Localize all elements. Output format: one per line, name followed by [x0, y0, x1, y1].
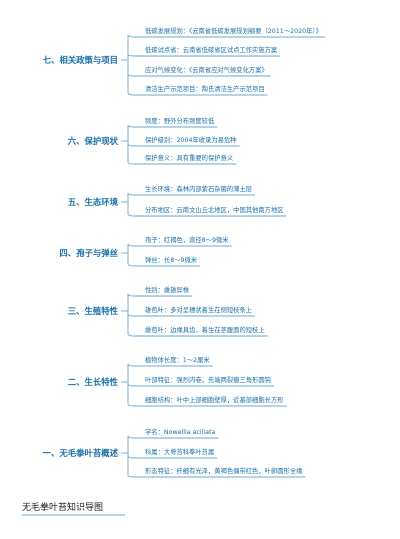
leaf-connector — [127, 34, 143, 38]
map-title: 无毛拳叶苔知识导图 — [22, 501, 103, 513]
leaf-connector — [127, 263, 143, 267]
leaf-connector — [127, 192, 143, 196]
tree: 七、相关政策与项目 低碳发展规划：《云南省低碳发展规划纲要（2011～2020年）… — [43, 26, 325, 478]
leaf-item: 形态特征：纤细有光泽，黄褐色偶带红色，叶卵圆形全缘 — [145, 466, 303, 475]
leaf-connector — [127, 124, 143, 128]
leaf-connector — [127, 293, 143, 297]
leaf-item: 科属：大萼苔科拳叶苔属 — [145, 447, 214, 456]
leaf-item: 分布地区：云南文山丘北地区，中国其他南方地区 — [145, 205, 284, 214]
leaf-item: 雌苞叶：边缘具齿，着生在茎腹面的短枝上 — [145, 325, 265, 334]
leaf-item: 细胞结构：叶中上部细胞壁厚，近基部细胞长方形 — [145, 395, 284, 404]
leaf-connector — [127, 363, 143, 367]
branch-label-6: 二、生长特性 — [68, 377, 119, 387]
leaf-connector — [127, 143, 143, 147]
leaf-connector — [127, 403, 143, 407]
leaf-item: 叶部特征：强烈内卷，先端两裂瓣三角形圆钝 — [145, 375, 272, 384]
leaf-item: 保护级别：2004年收录为易危种 — [145, 135, 237, 144]
leaf-item: 植物体长度：1～2厘米 — [145, 355, 210, 364]
leaf-connector — [127, 73, 143, 77]
leaf-connector — [127, 313, 143, 317]
leaf-connector — [127, 383, 143, 387]
branch-label-1: 七、相关政策与项目 — [43, 55, 118, 65]
leaf-connector — [127, 333, 143, 337]
leaf-item: 频度：野外分布频度较低 — [145, 116, 215, 125]
leaf-connector — [127, 92, 143, 96]
leaf-item: 低碳发展规划：《云南省低碳发展规划纲要（2011～2020年）》 — [145, 26, 322, 35]
leaf-item: 性别：雌雄异株 — [145, 285, 190, 294]
leaf-item: 应对气候变化：《云南省应对气候变化方案》 — [145, 65, 268, 74]
branch-label-7: 一、无毛拳叶苔概述 — [43, 448, 119, 458]
leaf-connector — [127, 53, 143, 57]
leaf-connector — [127, 435, 143, 439]
leaf-connector — [127, 161, 143, 165]
leaf-item: 弹丝：长8～9微米 — [145, 255, 198, 264]
leaf-connector — [127, 213, 143, 217]
branch-label-3: 五、生态环境 — [68, 197, 119, 207]
leaf-connector — [127, 455, 143, 459]
leaf-item: 学名：Nowellia aciliata — [145, 427, 215, 436]
leaf-item: 雄苞叶：多对呈穗状着生在侧短枝条上 — [145, 305, 252, 314]
branch-label-4: 四、孢子与弹丝 — [59, 248, 118, 258]
branch-label-2: 六、保护现状 — [68, 136, 119, 146]
leaf-connector — [127, 243, 143, 247]
leaf-item: 清洁生产示范项目：陶氏清洁生产示范项目 — [145, 84, 265, 93]
leaf-item: 生长环境：森林内部紫石杂菌的薄土层 — [145, 184, 252, 193]
leaf-connector — [127, 474, 143, 478]
leaf-item: 低碳试点省：云南省低碳省区试点工作实施方案 — [145, 45, 278, 54]
branch-label-5: 三、生殖特性 — [68, 306, 119, 316]
leaf-item: 孢子：红褐色，直径8～9微米 — [145, 235, 229, 244]
leaf-item: 保护意义：具有重要的保护意义 — [145, 153, 234, 162]
